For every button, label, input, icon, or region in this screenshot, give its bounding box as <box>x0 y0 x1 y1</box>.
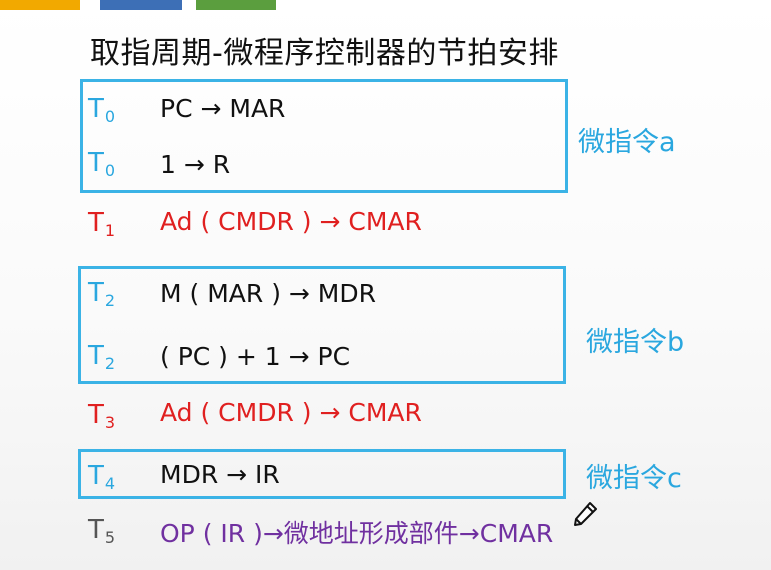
timing-label-t0-second: T0 <box>88 148 116 180</box>
operation-one-to-r: 1 → R <box>160 150 231 179</box>
timing-label-t3: T3 <box>88 400 116 432</box>
micro-instruction-a-box <box>80 79 568 193</box>
operation-ad-cmdr-to-cmar-1: Ad ( CMDR ) → CMAR <box>160 207 422 236</box>
operation-pc-increment: ( PC ) + 1 → PC <box>160 342 351 371</box>
operation-op-ir-to-cmar: OP ( IR )→微地址形成部件→CMAR <box>160 519 554 548</box>
operation-m-mar-to-mdr: M ( MAR ) → MDR <box>160 279 376 308</box>
micro-instruction-b-box <box>78 266 566 384</box>
micro-instruction-a-label: 微指令a <box>578 127 676 158</box>
operation-pc-to-mar: PC → MAR <box>160 94 286 123</box>
micro-instruction-b-label: 微指令b <box>586 327 685 358</box>
pencil-icon <box>574 502 597 526</box>
top-tab-orange <box>0 0 80 10</box>
timing-label-t2-first: T2 <box>88 278 116 310</box>
top-tab-green <box>196 0 276 10</box>
timing-label-t2-second: T2 <box>88 341 116 373</box>
timing-label-t4: T4 <box>88 461 116 493</box>
timing-label-t5: T5 <box>88 515 116 547</box>
page-title: 取指周期-微程序控制器的节拍安排 <box>90 36 559 71</box>
top-tab-blue <box>100 0 182 10</box>
operation-mdr-to-ir: MDR → IR <box>160 460 280 489</box>
timing-label-t0-first: T0 <box>88 94 116 126</box>
micro-instruction-c-box <box>78 449 566 499</box>
micro-instruction-c-label: 微指令c <box>586 463 682 494</box>
timing-label-t1: T1 <box>88 208 116 240</box>
operation-ad-cmdr-to-cmar-2: Ad ( CMDR ) → CMAR <box>160 398 422 427</box>
